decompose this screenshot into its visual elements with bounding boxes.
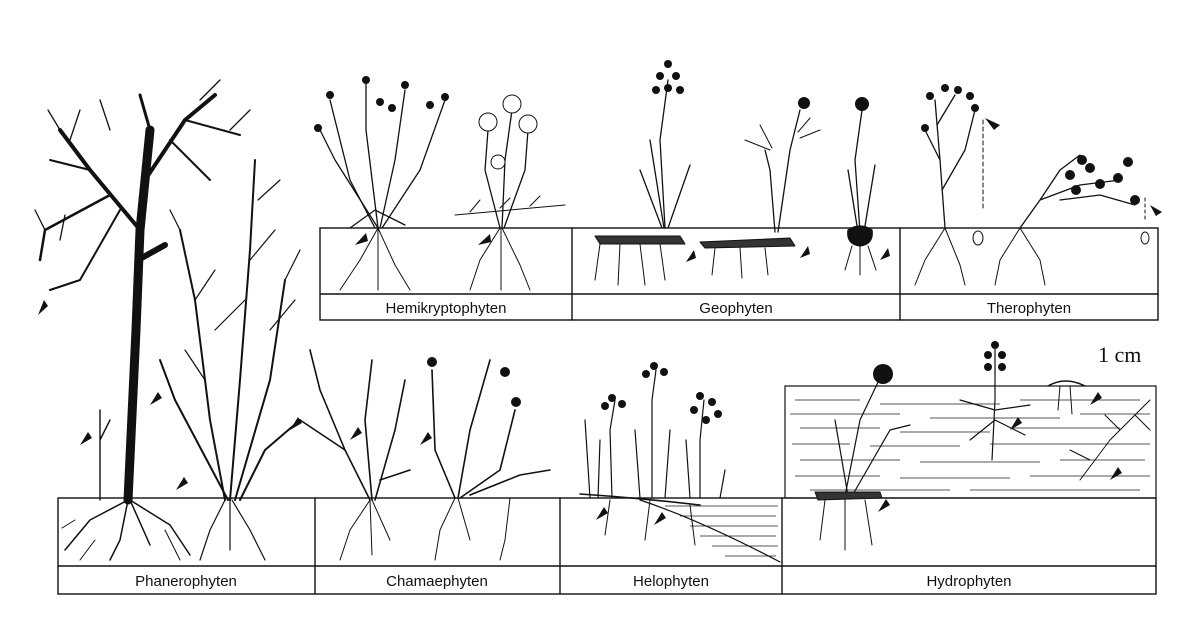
chamaephyten-plants [299, 349, 551, 561]
label-therophyten: Therophyten [987, 300, 1071, 317]
hydrophyten-flowers [873, 341, 1122, 512]
label-geophyten: Geophyten [699, 300, 772, 317]
label-hemikryptophyten: Hemikryptophyten [386, 300, 507, 317]
label-helophyten: Helophyten [633, 573, 709, 590]
label-chamaephyten: Chamaephyten [386, 573, 488, 590]
hemikryptophyten-plants [319, 81, 566, 291]
helophyten-flowers [596, 362, 722, 525]
geophyten-plants [594, 79, 877, 286]
therophyten-plants [914, 94, 1150, 286]
phanerophyten-shrub [99, 159, 301, 561]
phanerophyten-tree [34, 79, 251, 561]
top-row-frame [319, 227, 1159, 321]
phanerophyten-bud-arrows [38, 300, 188, 490]
helophyten-water [639, 499, 781, 563]
bottom-row-frame [57, 497, 1157, 595]
helophyten-plants [579, 369, 726, 546]
geophyten-flowers [652, 60, 890, 262]
label-hydrophyten: Hydrophyten [926, 573, 1011, 590]
hydrophyten-water [784, 385, 1157, 499]
hydrophyten-plants [814, 344, 1151, 551]
hemikryptophyten-flowers [314, 76, 538, 245]
label-phanerophyten: Phanerophyten [135, 573, 237, 590]
therophyten-flowers [921, 84, 1162, 216]
chamaephyten-flowers [290, 357, 521, 445]
scale-label: 1 cm [1098, 342, 1141, 367]
